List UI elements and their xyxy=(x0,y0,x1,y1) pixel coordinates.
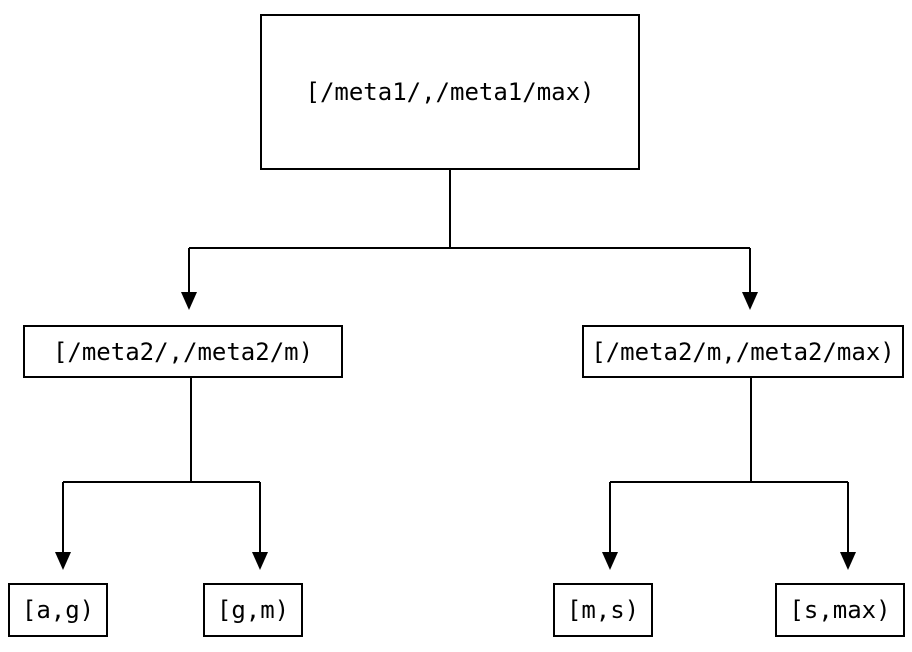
node-leaf-ms: [m,s) xyxy=(553,583,653,637)
arrow-down-icon xyxy=(55,552,71,570)
node-meta2-right-label: [/meta2/m,/meta2/max) xyxy=(591,337,895,366)
arrow-down-icon xyxy=(602,552,618,570)
edge-meta2-right-to-leaves xyxy=(609,378,849,554)
node-meta2-left: [/meta2/,/meta2/m) xyxy=(23,325,343,378)
arrow-down-icon xyxy=(252,552,268,570)
node-leaf-smax: [s,max) xyxy=(775,583,905,637)
arrow-down-icon xyxy=(840,552,856,570)
node-leaf-ag: [a,g) xyxy=(8,583,108,637)
arrow-down-icon xyxy=(181,292,197,310)
edge-root-to-level2 xyxy=(188,170,751,295)
node-leaf-smax-label: [s,max) xyxy=(789,596,891,624)
node-leaf-gm-label: [g,m) xyxy=(216,596,290,624)
node-leaf-ag-label: [a,g) xyxy=(21,596,95,624)
edge-meta2-left-to-leaves xyxy=(62,378,261,554)
node-leaf-gm: [g,m) xyxy=(203,583,303,637)
arrow-down-icon xyxy=(742,292,758,310)
node-meta2-left-label: [/meta2/,/meta2/m) xyxy=(52,337,314,366)
node-root-label: [/meta1/,/meta1/max) xyxy=(305,78,595,106)
node-meta2-right: [/meta2/m,/meta2/max) xyxy=(582,325,904,378)
node-leaf-ms-label: [m,s) xyxy=(566,596,640,624)
node-root: [/meta1/,/meta1/max) xyxy=(260,14,640,170)
